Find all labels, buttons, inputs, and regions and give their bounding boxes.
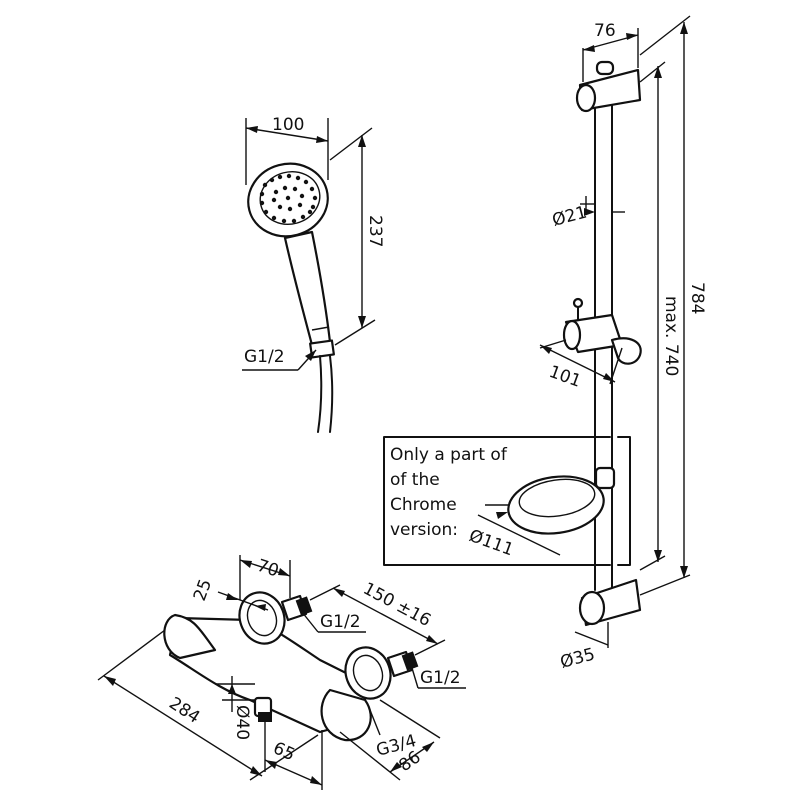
mixer-inlet-left-label: G1/2 <box>320 612 361 632</box>
thermostatic-mixer: 70 25 150 ±16 G1/2 G1/2 284 Ø40 <box>97 555 466 790</box>
rail-bracket-label: 76 <box>594 21 616 41</box>
handshower-width-label: 100 <box>272 115 304 135</box>
spray-nozzles <box>259 173 318 224</box>
rail-bracket-diameter-label: Ø35 <box>558 644 597 672</box>
handshower: 100 237 G1/2 <box>242 115 385 433</box>
mixer-outlet-offset-label: 65 <box>270 738 298 765</box>
soap-note-line-2: of the <box>390 470 440 490</box>
soap-dish-callout: Only a part of of the Chrome version: Ø1… <box>383 436 631 566</box>
rail-height-label: 784 <box>687 282 707 314</box>
mixer-depth-top-label: 70 <box>254 556 281 582</box>
soap-diameter-label: Ø111 <box>466 526 516 560</box>
mixer-outlet-diameter-label: Ø40 <box>232 705 252 740</box>
mixer-cap-label: 25 <box>190 577 216 604</box>
rail-travel-label: max. 740 <box>661 296 681 376</box>
soap-note-line-3: Chrome <box>390 495 457 515</box>
slide-rail: 76 784 max. 740 Ø21 101 Ø35 <box>539 15 707 673</box>
handshower-height-label: 237 <box>365 215 385 247</box>
rail-slider-label: 101 <box>546 362 583 392</box>
soap-note-line-1: Only a part of <box>390 445 508 465</box>
soap-note-line-4: version: <box>390 520 458 540</box>
handshower-thread-label: G1/2 <box>244 347 285 367</box>
mixer-centers-label: 150 ±16 <box>360 579 434 631</box>
mixer-inlet-right-label: G1/2 <box>420 668 461 688</box>
mixer-length-label: 284 <box>165 693 203 727</box>
rail-rod-diameter-label: Ø21 <box>550 202 589 230</box>
